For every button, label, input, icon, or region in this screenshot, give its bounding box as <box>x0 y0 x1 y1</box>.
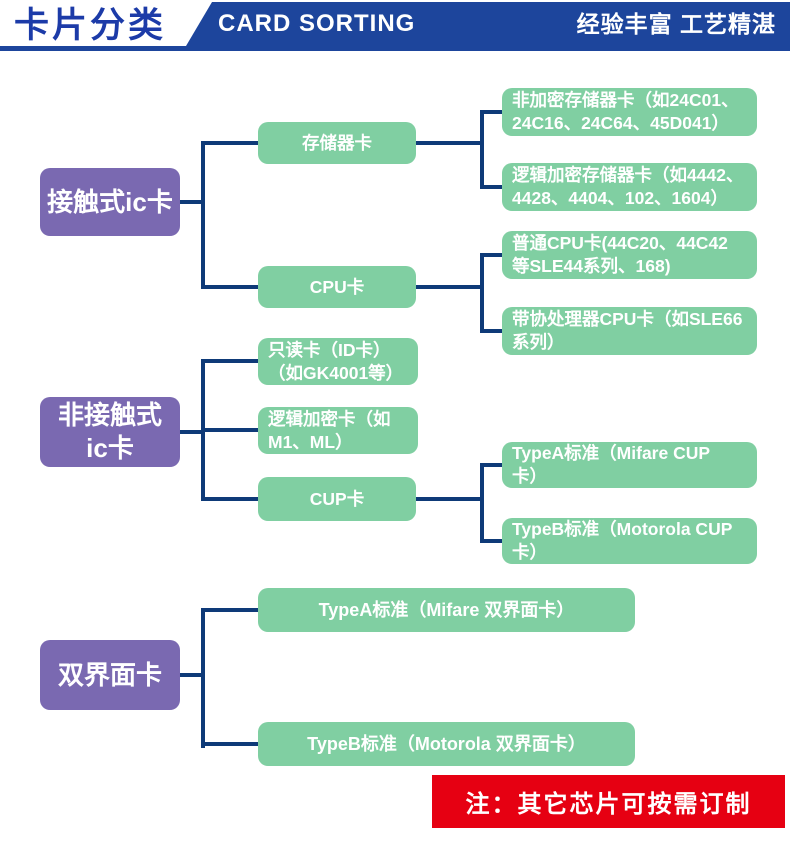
connector <box>480 110 502 114</box>
page-title: 卡片分类 <box>14 6 167 45</box>
connector <box>201 608 205 748</box>
connector <box>480 253 484 333</box>
connector <box>480 539 502 543</box>
connector <box>201 285 258 289</box>
node-logic-encrypt-card: 逻辑加密卡（如 M1、ML） <box>258 407 418 454</box>
node-readonly-id-card: 只读卡（ID卡） （如GK4001等） <box>258 338 418 385</box>
node-dual-interface-card: 双界面卡 <box>40 640 180 710</box>
connector <box>180 673 204 677</box>
node-logic-encrypted-memory-card: 逻辑加密存储器卡（如4442、 4428、4404、102、1604） <box>502 163 757 211</box>
connector <box>201 141 205 289</box>
connector <box>201 141 258 145</box>
connector <box>180 430 204 434</box>
node-typea-mifare-cup: TypeA标准（Mifare CUP 卡） <box>502 442 757 488</box>
connector <box>480 185 502 189</box>
node-memory-card: 存储器卡 <box>258 122 416 164</box>
node-typeb-motorola-cup: TypeB标准（Motorola CUP 卡） <box>502 518 757 564</box>
header-banner: CARD SORTING 经验丰富 工艺精湛 <box>186 2 790 46</box>
node-normal-cpu-card: 普通CPU卡(44C20、44C42 等SLE44系列、168) <box>502 231 757 279</box>
node-nonencrypted-memory-card: 非加密存储器卡（如24C01、 24C16、24C64、45D041） <box>502 88 757 136</box>
connector <box>416 285 482 289</box>
node-cpu-card: CPU卡 <box>258 266 416 308</box>
connector <box>480 463 502 467</box>
custom-chip-note: 注：其它芯片可按需订制 <box>432 775 785 828</box>
connector <box>480 253 502 257</box>
connector <box>201 742 258 746</box>
node-contact-ic-card: 接触式ic卡 <box>40 168 180 236</box>
connector <box>480 463 484 543</box>
connector <box>180 200 204 204</box>
connector <box>416 141 482 145</box>
node-contactless-ic-card: 非接触式 ic卡 <box>40 397 180 467</box>
connector <box>201 608 258 612</box>
header-divider <box>0 46 790 51</box>
connector <box>201 359 258 363</box>
connector <box>480 110 484 189</box>
banner-title: CARD SORTING <box>218 10 416 37</box>
connector <box>416 497 482 501</box>
node-cup-card: CUP卡 <box>258 477 416 521</box>
node-typeb-motorola-dual: TypeB标准（Motorola 双界面卡） <box>258 722 635 766</box>
connector <box>480 329 502 333</box>
header-slogan: 经验丰富 工艺精湛 <box>576 11 776 37</box>
connector <box>201 428 258 432</box>
node-typea-mifare-dual: TypeA标准（Mifare 双界面卡） <box>258 588 635 632</box>
node-coprocessor-cpu-card: 带协处理器CPU卡（如SLE66 系列） <box>502 307 757 355</box>
connector <box>201 497 258 501</box>
